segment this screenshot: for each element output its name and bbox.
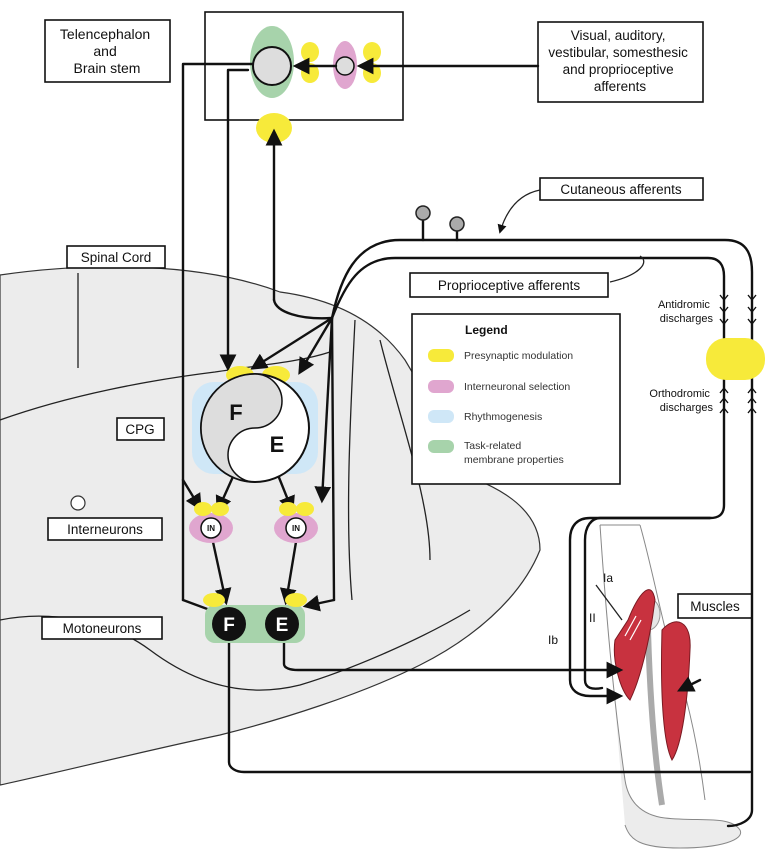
orthodromic-label: Orthodromic discharges	[649, 388, 713, 414]
interneuron-right	[274, 502, 318, 543]
cutaneous-pointer	[500, 190, 540, 232]
interneuron-left-label: IN	[207, 524, 215, 533]
interneurons-label: Interneurons	[67, 522, 143, 537]
fiber-ia-label: Ia	[603, 571, 613, 585]
muscles-label: Muscles	[690, 599, 740, 614]
legend-swatch-interneuronal	[428, 380, 454, 393]
legend-item-rhythmogenesis: Rhythmogenesis	[464, 411, 542, 423]
brain-neuron-small	[336, 57, 354, 75]
antidromic-label: Antidromic discharges	[658, 299, 714, 325]
legend-swatch-membrane	[428, 440, 454, 453]
extensor-muscle	[661, 622, 690, 760]
legend-title: Legend	[465, 323, 508, 337]
interneuron-left	[189, 502, 233, 543]
fiber-ii-label: II	[589, 611, 596, 625]
legend-item-interneuronal: Interneuronal selection	[464, 381, 570, 393]
legend: Legend Presynaptic modulation Interneuro…	[412, 314, 620, 484]
motoneuron-flexor-label: F	[223, 615, 235, 636]
cutaneous-receptors	[416, 206, 464, 240]
legend-swatch-rhythmogenesis	[428, 410, 454, 423]
brain-neuron-large	[253, 47, 291, 85]
interneuron-right-label: IN	[292, 524, 300, 533]
cutaneous-label: Cutaneous afferents	[560, 182, 682, 197]
motoneurons-label: Motoneurons	[63, 621, 142, 636]
motoneuron-presynaptic-1	[203, 593, 225, 607]
proprioceptive-pointer	[610, 256, 644, 282]
brain-presynaptic-3	[363, 42, 381, 62]
cpg-label: CPG	[125, 422, 154, 437]
legend-item-presynaptic: Presynaptic modulation	[464, 350, 573, 362]
fiber-ib-label: Ib	[548, 633, 558, 647]
cpg-flexor-label: F	[229, 400, 242, 425]
legend-swatch-presynaptic	[428, 349, 454, 362]
motoneuron-extensor-label: E	[276, 615, 289, 636]
motoneuron-presynaptic-2	[285, 593, 307, 607]
cpg-extensor-label: E	[270, 432, 285, 457]
brain-presynaptic-1	[301, 42, 319, 62]
interneuron-symbol	[71, 496, 85, 510]
spinal-cord-label: Spinal Cord	[81, 250, 152, 265]
discharge-markers	[706, 295, 765, 413]
proprioceptive-label: Proprioceptive afferents	[438, 278, 581, 293]
